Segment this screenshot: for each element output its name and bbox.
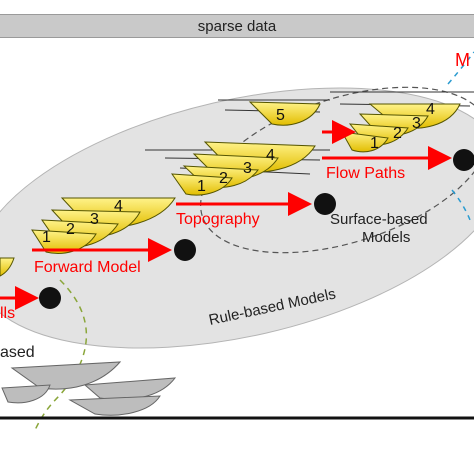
sparse-data-label: sparse data xyxy=(197,18,277,35)
lobe-number: 2 xyxy=(393,125,402,142)
lobe-number: 5 xyxy=(276,107,285,124)
lobe-number: 1 xyxy=(370,135,379,152)
sparse-data-bar: sparse data xyxy=(0,14,474,38)
lobe-number: 3 xyxy=(90,211,99,228)
forward-model-label: Forward Model xyxy=(34,259,141,276)
topography-label: Topography xyxy=(176,211,260,228)
surface-based-models-label: Models xyxy=(362,229,410,246)
lobe-single: 5 xyxy=(218,99,330,126)
flow-paths-label: Flow Paths xyxy=(326,165,405,182)
yellow-lobe xyxy=(248,101,321,126)
lobe-number: 4 xyxy=(426,101,435,118)
top-right-partial-label: M xyxy=(455,50,470,70)
gray-lobe xyxy=(1,384,51,404)
blue-dashed-curve xyxy=(447,51,474,221)
lobe-number: 4 xyxy=(114,198,123,215)
lobe-number: 3 xyxy=(243,160,252,177)
yellow-lobe xyxy=(170,173,233,196)
left-partial-label: lls xyxy=(0,305,15,322)
node-dot xyxy=(174,239,196,261)
lobe-number: 3 xyxy=(412,115,421,132)
lobe-number: 1 xyxy=(197,178,206,195)
yellow-lobe-partial xyxy=(0,257,15,277)
node-dot xyxy=(39,287,61,309)
lobe-stack-1: 1 2 3 4 xyxy=(31,197,176,254)
gray-lobe xyxy=(68,395,161,416)
gray-lobe xyxy=(83,377,177,400)
outer-ellipse xyxy=(0,87,474,349)
lobe-number: 2 xyxy=(66,221,75,238)
surface-based-label: Surface-based xyxy=(330,211,428,228)
left-partial-label-2: ased xyxy=(0,344,35,361)
node-dot xyxy=(453,149,474,171)
lobe-number: 1 xyxy=(42,229,51,246)
lobe-number: 4 xyxy=(266,147,275,164)
lobe-number: 2 xyxy=(219,170,228,187)
node-dot xyxy=(314,193,336,215)
lobe-stack-2: 1 2 3 4 xyxy=(145,141,330,196)
